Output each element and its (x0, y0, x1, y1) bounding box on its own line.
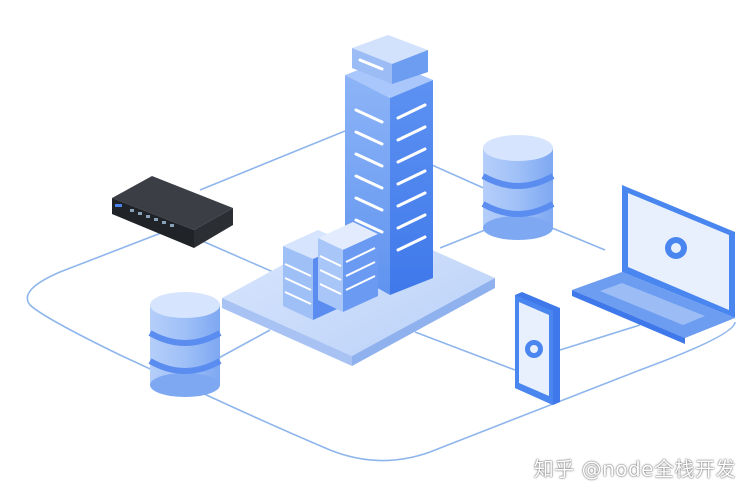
db-right-laptop-line (551, 227, 606, 251)
laptop-phone-line (559, 324, 641, 351)
switch-platform-line (199, 239, 281, 276)
db-left-platform-line (214, 329, 271, 361)
database-icon (481, 135, 555, 240)
watermark-text: 知乎 @node全栈开发 (533, 457, 736, 481)
outer-loop-line (26, 217, 736, 462)
database-icon (148, 292, 222, 397)
server-rack-icon (283, 222, 378, 320)
phone-icon (515, 292, 560, 405)
platform-phone-line (414, 331, 516, 371)
db-right-tower-line (431, 164, 489, 191)
laptop-icon (572, 185, 735, 344)
db-right-platform-line (439, 227, 491, 249)
network-switch-icon (112, 176, 233, 248)
switch-tower-line (199, 130, 346, 191)
connection-lines (26, 130, 736, 462)
server-tower-icon (345, 35, 433, 295)
